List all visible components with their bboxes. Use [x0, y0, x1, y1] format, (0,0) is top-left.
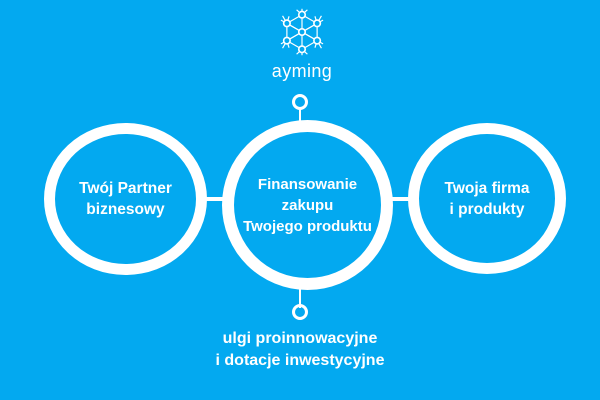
connector-stem-bottom [299, 286, 301, 308]
diagram-node-partner[interactable]: Twój Partner biznesowy [44, 123, 207, 275]
caption-text: ulgi proinnowacyjne i dotacje inwestycyj… [215, 330, 385, 369]
diagram-node-partner-label: Twój Partner biznesowy [79, 180, 172, 218]
brand-wordmark: ayming [271, 61, 333, 81]
diagram-node-financing-label: Finansowanie zakupu Twojego produktu [243, 175, 372, 235]
diagram-node-company-label: Twoja firma i produkty [444, 179, 530, 218]
connector-bar-left [200, 197, 226, 201]
diagram-node-financing[interactable]: Finansowanie zakupu Twojego produktu [222, 120, 393, 290]
brand-block: ayming [252, 4, 352, 90]
network-nodes-icon [280, 8, 324, 56]
connector-bar-right [388, 197, 414, 201]
connector-stem-top [299, 108, 301, 130]
connector-node-ring-bottom-icon [292, 304, 308, 320]
diagram-node-company[interactable]: Twoja firma i produkty [408, 123, 566, 274]
